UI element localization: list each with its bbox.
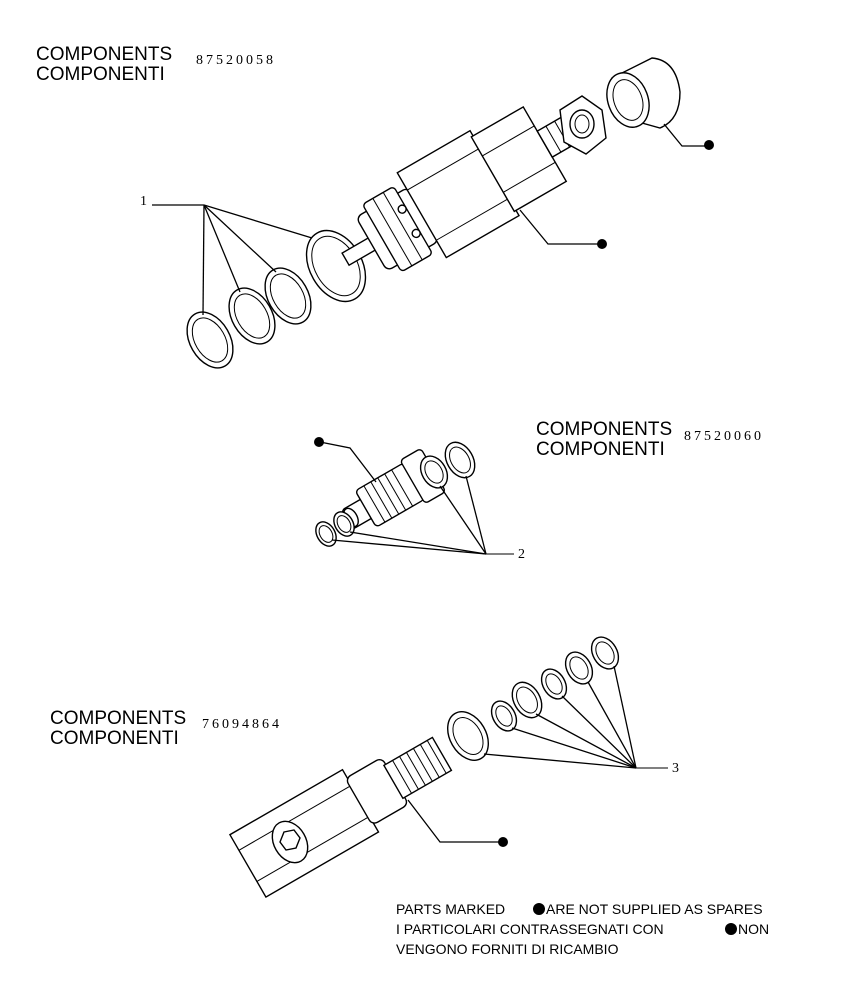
seal-ring-1a — [186, 311, 234, 369]
group-1-title-en: COMPONENTS — [36, 44, 172, 65]
group-1-part-code: 87520058 — [196, 53, 276, 68]
footnote-marker-2 — [725, 923, 737, 935]
group-1-title-it: COMPONENTI — [36, 64, 165, 85]
group-1-valve-body — [341, 105, 587, 272]
group-1-callout: 1 — [140, 194, 313, 316]
group-3-title-it: COMPONENTI — [50, 728, 179, 749]
group-1-cap — [606, 57, 681, 129]
group-1-hex-nut — [559, 95, 607, 155]
callout-1-label: 1 — [140, 194, 147, 209]
group-2-callout: 2 — [331, 475, 525, 562]
group-2-title-it: COMPONENTI — [536, 439, 665, 460]
group-3-cartridge — [228, 736, 453, 898]
group-3-title-en: COMPONENTS — [50, 708, 186, 729]
footnote-marker-1 — [533, 903, 545, 915]
group-3-part-code: 76094864 — [202, 717, 282, 732]
group-3-header: COMPONENTS COMPONENTI 76094864 — [50, 708, 282, 749]
group-2-part-code: 87520060 — [684, 429, 764, 444]
footnote-line-1-rest: ARE NOT SUPPLIED AS SPARES — [546, 901, 763, 917]
not-supplied-marker-3 — [498, 837, 508, 847]
seal-ring-1b — [228, 287, 276, 345]
group-1-seal-rings — [186, 229, 367, 369]
group-3-hex-socket — [271, 820, 309, 864]
callout-3-label: 3 — [672, 761, 679, 776]
footnote-line-2-rest: NON — [738, 921, 769, 937]
group-1-header: COMPONENTS COMPONENTI 87520058 — [36, 44, 276, 85]
group-2-header: COMPONENTS COMPONENTI 87520060 — [536, 419, 764, 460]
group-2-title-en: COMPONENTS — [536, 419, 672, 440]
footnote-line-3: VENGONO FORNITI DI RICAMBIO — [396, 941, 619, 957]
footnote-line-1: PARTS MARKED — [396, 901, 505, 917]
group-3-seal-rings — [447, 636, 620, 761]
not-supplied-marker-1a — [597, 239, 607, 249]
footnote-line-2: I PARTICOLARI CONTRASSEGNATI CON — [396, 921, 664, 937]
group-2-seal-rings — [315, 441, 476, 547]
callout-2-label: 2 — [518, 547, 525, 562]
not-supplied-marker-2 — [314, 437, 324, 447]
footnote: PARTS MARKED ARE NOT SUPPLIED AS SPARES … — [396, 901, 769, 957]
not-supplied-marker-1b — [704, 140, 714, 150]
group-3-callout: 3 — [483, 665, 679, 776]
